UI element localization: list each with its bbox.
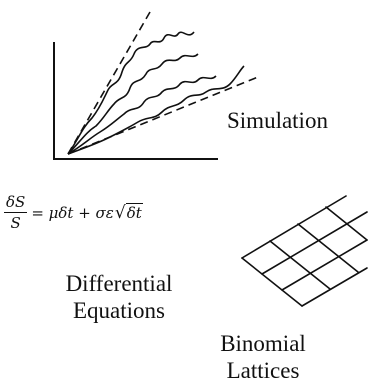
- binomial-lattice: [241, 195, 368, 307]
- formula-rhs: = μδt + σε: [31, 203, 114, 222]
- path-4: [67, 65, 245, 155]
- formula-radical: √: [114, 202, 126, 223]
- differential-equations-label: Differential Equations: [34, 270, 204, 324]
- differential-line-1: Differential: [65, 271, 173, 296]
- path-2: [67, 53, 199, 155]
- differential-line-2: Equations: [73, 298, 165, 323]
- simulation-axes: [53, 42, 218, 160]
- binomial-line-1: Binomial: [220, 331, 306, 356]
- gbm-formula: δS S = μδt + σε √ δt: [4, 193, 143, 232]
- simulated-paths: [67, 31, 245, 155]
- path-3: [67, 75, 217, 155]
- formula-numerator: δS: [4, 193, 28, 213]
- formula-radicand: δt: [125, 203, 143, 222]
- formula-fraction: δS S: [4, 193, 28, 232]
- path-1: [67, 31, 195, 155]
- binomial-line-2: Lattices: [226, 358, 300, 383]
- binomial-lattices-label: Binomial Lattices: [208, 330, 318, 384]
- simulation-label: Simulation: [227, 108, 328, 133]
- formula-denominator: S: [10, 214, 21, 232]
